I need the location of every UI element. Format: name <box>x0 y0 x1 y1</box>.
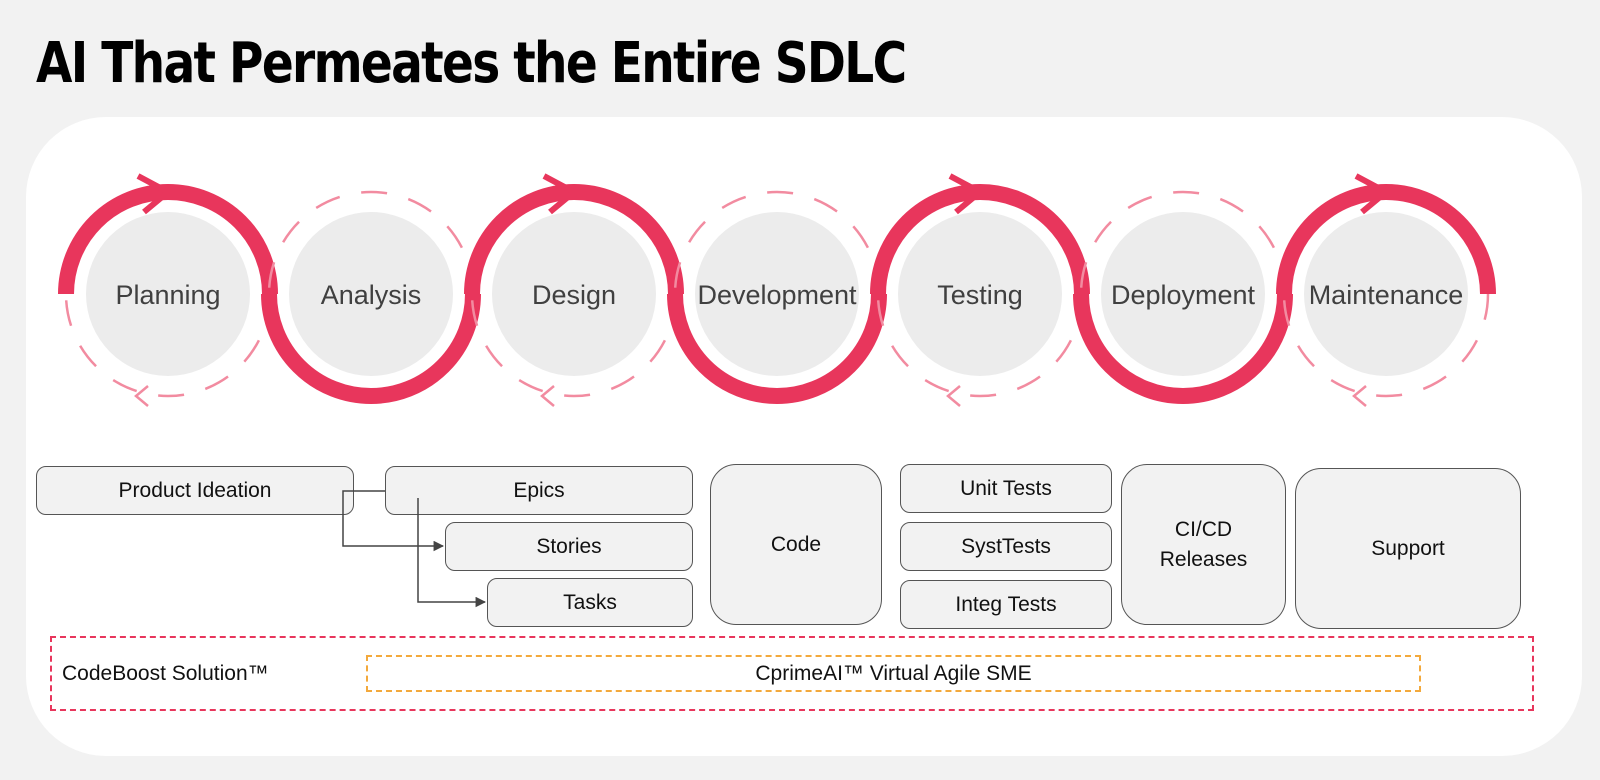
page-title: AI That Permeates the Entire SDLC <box>36 31 907 96</box>
cicd-releases-box: CI/CD Releases <box>1121 464 1286 625</box>
sdlc-cycle: Planning Analysis Design Development Testing… <box>58 173 1496 407</box>
cprime-band: CprimeAI™ Virtual Agile SME <box>366 655 1421 692</box>
phase-dashed-arc-planning <box>64 293 272 398</box>
stories-label: Stories <box>536 534 602 558</box>
unit-tests-label: Unit Tests <box>960 476 1052 500</box>
return-arrow-icon <box>134 385 149 407</box>
phase-label-design: Design <box>532 280 616 310</box>
code-label: Code <box>770 532 822 556</box>
syst-tests-label: SystTests <box>961 534 1051 558</box>
codeboost-band <box>50 636 1534 711</box>
code-box: Code <box>710 464 882 625</box>
integ-tests-label: Integ Tests <box>955 592 1057 616</box>
phase-label-development: Development <box>697 280 857 310</box>
phase-label-testing: Testing <box>937 280 1023 310</box>
product-ideation-label: Product Ideation <box>118 478 272 502</box>
phase-label-analysis: Analysis <box>321 280 422 310</box>
phase-dashed-arc-development <box>673 190 881 295</box>
phase-circle-analysis <box>289 212 453 376</box>
stories-box: Stories <box>445 522 693 571</box>
phase-label-deployment: Deployment <box>1111 280 1256 310</box>
phase-label-planning: Planning <box>115 280 220 310</box>
unit-tests-box: Unit Tests <box>900 464 1112 513</box>
forward-arrow-icon <box>542 173 580 215</box>
forward-arrow-icon <box>1354 173 1392 215</box>
epics-box: Epics <box>385 466 693 515</box>
cicd-label: CI/CD <box>1174 517 1233 541</box>
forward-arrow-icon <box>948 173 986 215</box>
return-arrow-icon <box>1352 385 1367 407</box>
cprime-label: CprimeAI™ Virtual Agile SME <box>755 661 1032 685</box>
tasks-box: Tasks <box>487 578 693 627</box>
phase-dashed-arc-analysis <box>267 190 475 295</box>
product-ideation-box: Product Ideation <box>36 466 354 515</box>
phase-circle-development <box>695 212 859 376</box>
releases-label: Releases <box>1159 547 1248 571</box>
phase-circle-testing <box>898 212 1062 376</box>
phase-label-maintenance: Maintenance <box>1309 280 1464 310</box>
support-box: Support <box>1295 468 1521 629</box>
forward-arrow-icon <box>136 173 174 215</box>
phase-dashed-arc-deployment <box>1079 190 1287 295</box>
phase-dashed-arc-maintenance <box>1282 293 1490 398</box>
phase-arc-analysis <box>261 293 481 404</box>
codeboost-label: CodeBoost Solution™ <box>62 662 269 685</box>
phase-arc-deployment <box>1073 293 1293 404</box>
epics-label: Epics <box>513 478 565 502</box>
tasks-label: Tasks <box>563 590 617 614</box>
return-arrow-icon <box>946 385 961 407</box>
phase-arc-development <box>667 293 887 404</box>
phase-circle-planning <box>86 212 250 376</box>
phase-circle-design <box>492 212 656 376</box>
return-arrow-icon <box>540 385 555 407</box>
syst-tests-box: SystTests <box>900 522 1112 571</box>
phase-dashed-arc-design <box>470 293 678 398</box>
phase-dashed-arc-testing <box>876 293 1084 398</box>
phase-circle-deployment <box>1101 212 1265 376</box>
integ-tests-box: Integ Tests <box>900 580 1112 629</box>
support-label: Support <box>1371 536 1445 560</box>
phase-circle-maintenance <box>1304 212 1468 376</box>
